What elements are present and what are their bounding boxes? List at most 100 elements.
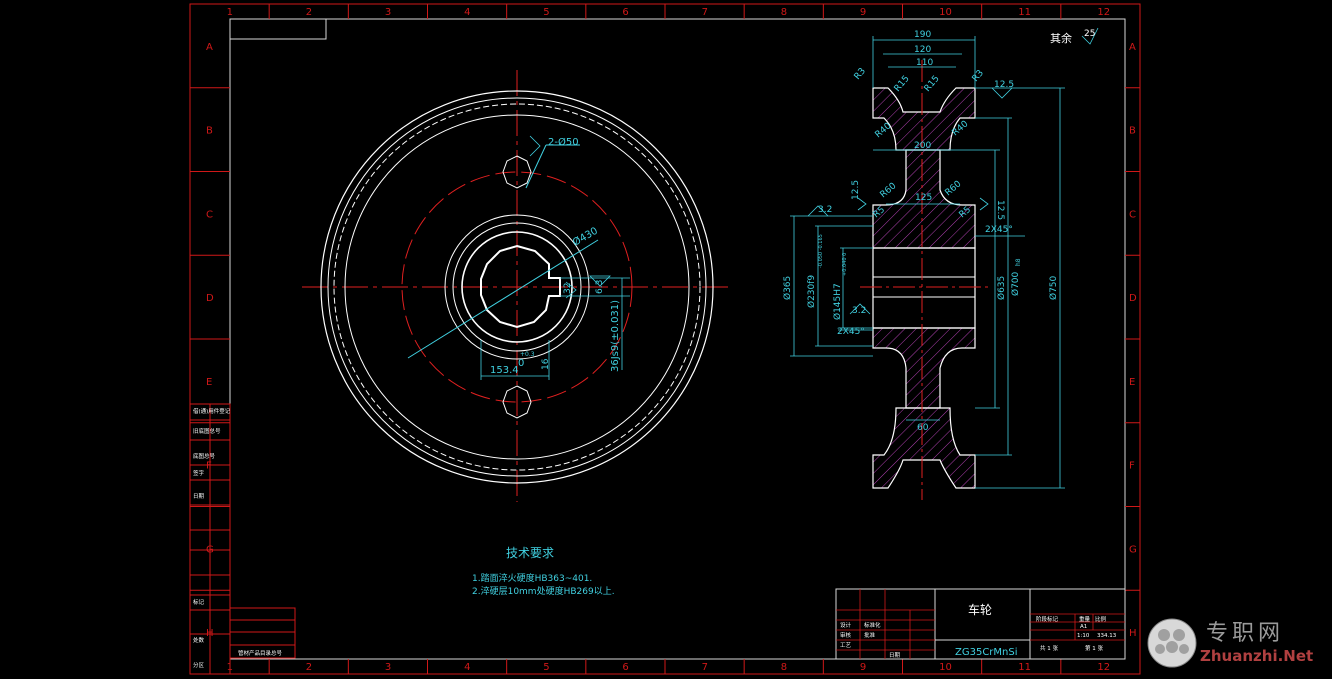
zone-col-label: 6: [622, 7, 628, 18]
side-cell-4: 签字: [193, 469, 205, 477]
zone-row-label: B: [206, 126, 213, 137]
zone-col-label: 9: [860, 662, 866, 673]
ra-32-bottom: 3.2: [852, 306, 866, 316]
tb-row-1: 设计: [840, 621, 852, 629]
zone-col-label: 2: [306, 662, 312, 673]
dia-230: Ø230f9: [806, 275, 817, 308]
rough-other-label: 其余: [1050, 31, 1072, 45]
zone-col-label: 10: [939, 662, 952, 673]
zone-row-label: B: [1129, 126, 1136, 137]
zone-row-label: A: [206, 42, 213, 53]
zone-col-label: 11: [1018, 662, 1031, 673]
zone-col-label: 6: [622, 662, 628, 673]
zone-col-label: 1: [227, 7, 233, 18]
side-bottom-1: 标记: [193, 598, 205, 606]
web-circle: [344, 114, 690, 460]
tech-line-2: 2.淬硬层10mm处硬度HB269以上.: [472, 585, 615, 597]
hole-leader: [525, 144, 547, 189]
zone-col-label: 8: [781, 7, 787, 18]
dim-120: 120: [914, 45, 931, 55]
dim-sup: +0.3: [520, 351, 535, 358]
zone-row-label: F: [206, 461, 212, 472]
ra-32-top: 3.2: [818, 205, 832, 215]
outer-rim-circle: [320, 90, 714, 484]
zone-col-label: 2: [306, 7, 312, 18]
keyway-dim: 36Js9(±0.031): [610, 300, 621, 372]
zone-row-label: E: [1129, 377, 1135, 388]
tech-requirements: 技术要求 1.踏面淬火硬度HB363~401. 2.淬硬层10mm处硬度HB26…: [472, 546, 615, 597]
dia-230-tol: -0.050 -0.165: [818, 234, 824, 268]
scale-header: 比例: [1095, 615, 1107, 623]
sheets-total: 共 1 张: [1040, 644, 1058, 652]
zone-row-label: A: [1129, 42, 1136, 53]
front-view: 2-Ø50 Ø430 153.4 0 +0.3 32 6.3 16 36Js9(…: [302, 70, 732, 502]
dim-63: 6.3: [595, 280, 605, 294]
zone-col-label: 12: [1097, 662, 1110, 673]
weight-header: 重量: [1079, 615, 1091, 623]
zone-row-label: E: [206, 377, 212, 388]
zone-row-label: C: [1129, 209, 1136, 220]
left-product-label: 管材产品目录总号: [238, 649, 283, 657]
zone-col-label: 3: [385, 662, 391, 673]
code-box: [229, 18, 327, 40]
zone-col-label: 5: [543, 7, 549, 18]
side-cell-5: 日期: [193, 493, 205, 500]
dia-430-label: Ø430: [571, 225, 600, 249]
zone-col-label: 12: [1097, 7, 1110, 18]
hub-circle-1: [444, 214, 590, 360]
hole-bottom: [502, 385, 532, 419]
side-cell-1: 借(通)用件登记: [193, 407, 231, 415]
watermark: 专职网 Zhuanzhi.Net: [1144, 611, 1324, 673]
ra-125-left: 12.5: [851, 180, 861, 200]
r3-left: R3: [853, 66, 868, 82]
r60-right: R60: [944, 179, 964, 198]
rough-other-value: 25: [1084, 29, 1095, 39]
dim-190: 190: [914, 30, 931, 40]
zone-col-label: 10: [939, 7, 952, 18]
dim-200: 200: [914, 141, 931, 151]
zone-col-label: 4: [464, 7, 470, 18]
zone-col-label: 4: [464, 662, 470, 673]
dia-145-tol: +0.040 0: [842, 253, 848, 276]
material: ZG35CrMnSi: [955, 647, 1018, 658]
side-cell-2: 旧底图总号: [193, 427, 221, 435]
part-name: 车轮: [968, 602, 992, 617]
dim-16: 16: [541, 358, 551, 370]
stage-value: A1: [1080, 624, 1087, 630]
bolt-circle: [401, 171, 633, 403]
weight-value: 334.13: [1097, 633, 1117, 639]
zone-col-label: 7: [702, 7, 708, 18]
hub-circle-2: [452, 222, 582, 352]
dia-700: Ø700: [1010, 271, 1021, 296]
zone-col-label: 5: [543, 662, 549, 673]
zone-col-label: 9: [860, 7, 866, 18]
tb-row-6: 日期: [889, 652, 901, 659]
watermark-title: 专职网: [1206, 621, 1285, 646]
scale-value: 1:10: [1077, 633, 1090, 639]
r60-left: R60: [879, 181, 899, 200]
r15-left: R15: [893, 74, 912, 94]
tech-title: 技术要求: [506, 546, 554, 560]
title-block: 车轮 ZG35CrMnSi 阶段标记 比例 重量 A1 334.13 1:10 …: [835, 588, 1126, 660]
bore-outline: [480, 244, 561, 329]
bore-section: [872, 247, 976, 329]
outer-frame: [189, 3, 1141, 675]
tb-row-3: 工艺: [840, 642, 852, 649]
dia-700-tol: h8: [1015, 258, 1022, 266]
zone-col-label: 3: [385, 7, 391, 18]
dia-635: Ø635: [996, 276, 1007, 300]
zone-col-label: 11: [1018, 7, 1031, 18]
zone-row-label: F: [1129, 461, 1135, 472]
dia-365: Ø365: [782, 276, 793, 300]
side-bottom-2: 处数: [193, 636, 205, 644]
r3-right: R3: [971, 68, 986, 84]
watermark-logo-icon: [1147, 618, 1197, 668]
tb-row-2: 审核: [840, 631, 852, 639]
zone-row-label: G: [1129, 544, 1137, 555]
hole-top: [502, 155, 532, 189]
left-side-table: 借(通)用件登记 旧底图总号 底图总号 签字 日期 标记 处数 分区 管材产品目…: [189, 403, 296, 675]
ra-125-right: 12.5: [995, 200, 1005, 220]
dia-750: Ø750: [1048, 275, 1059, 300]
